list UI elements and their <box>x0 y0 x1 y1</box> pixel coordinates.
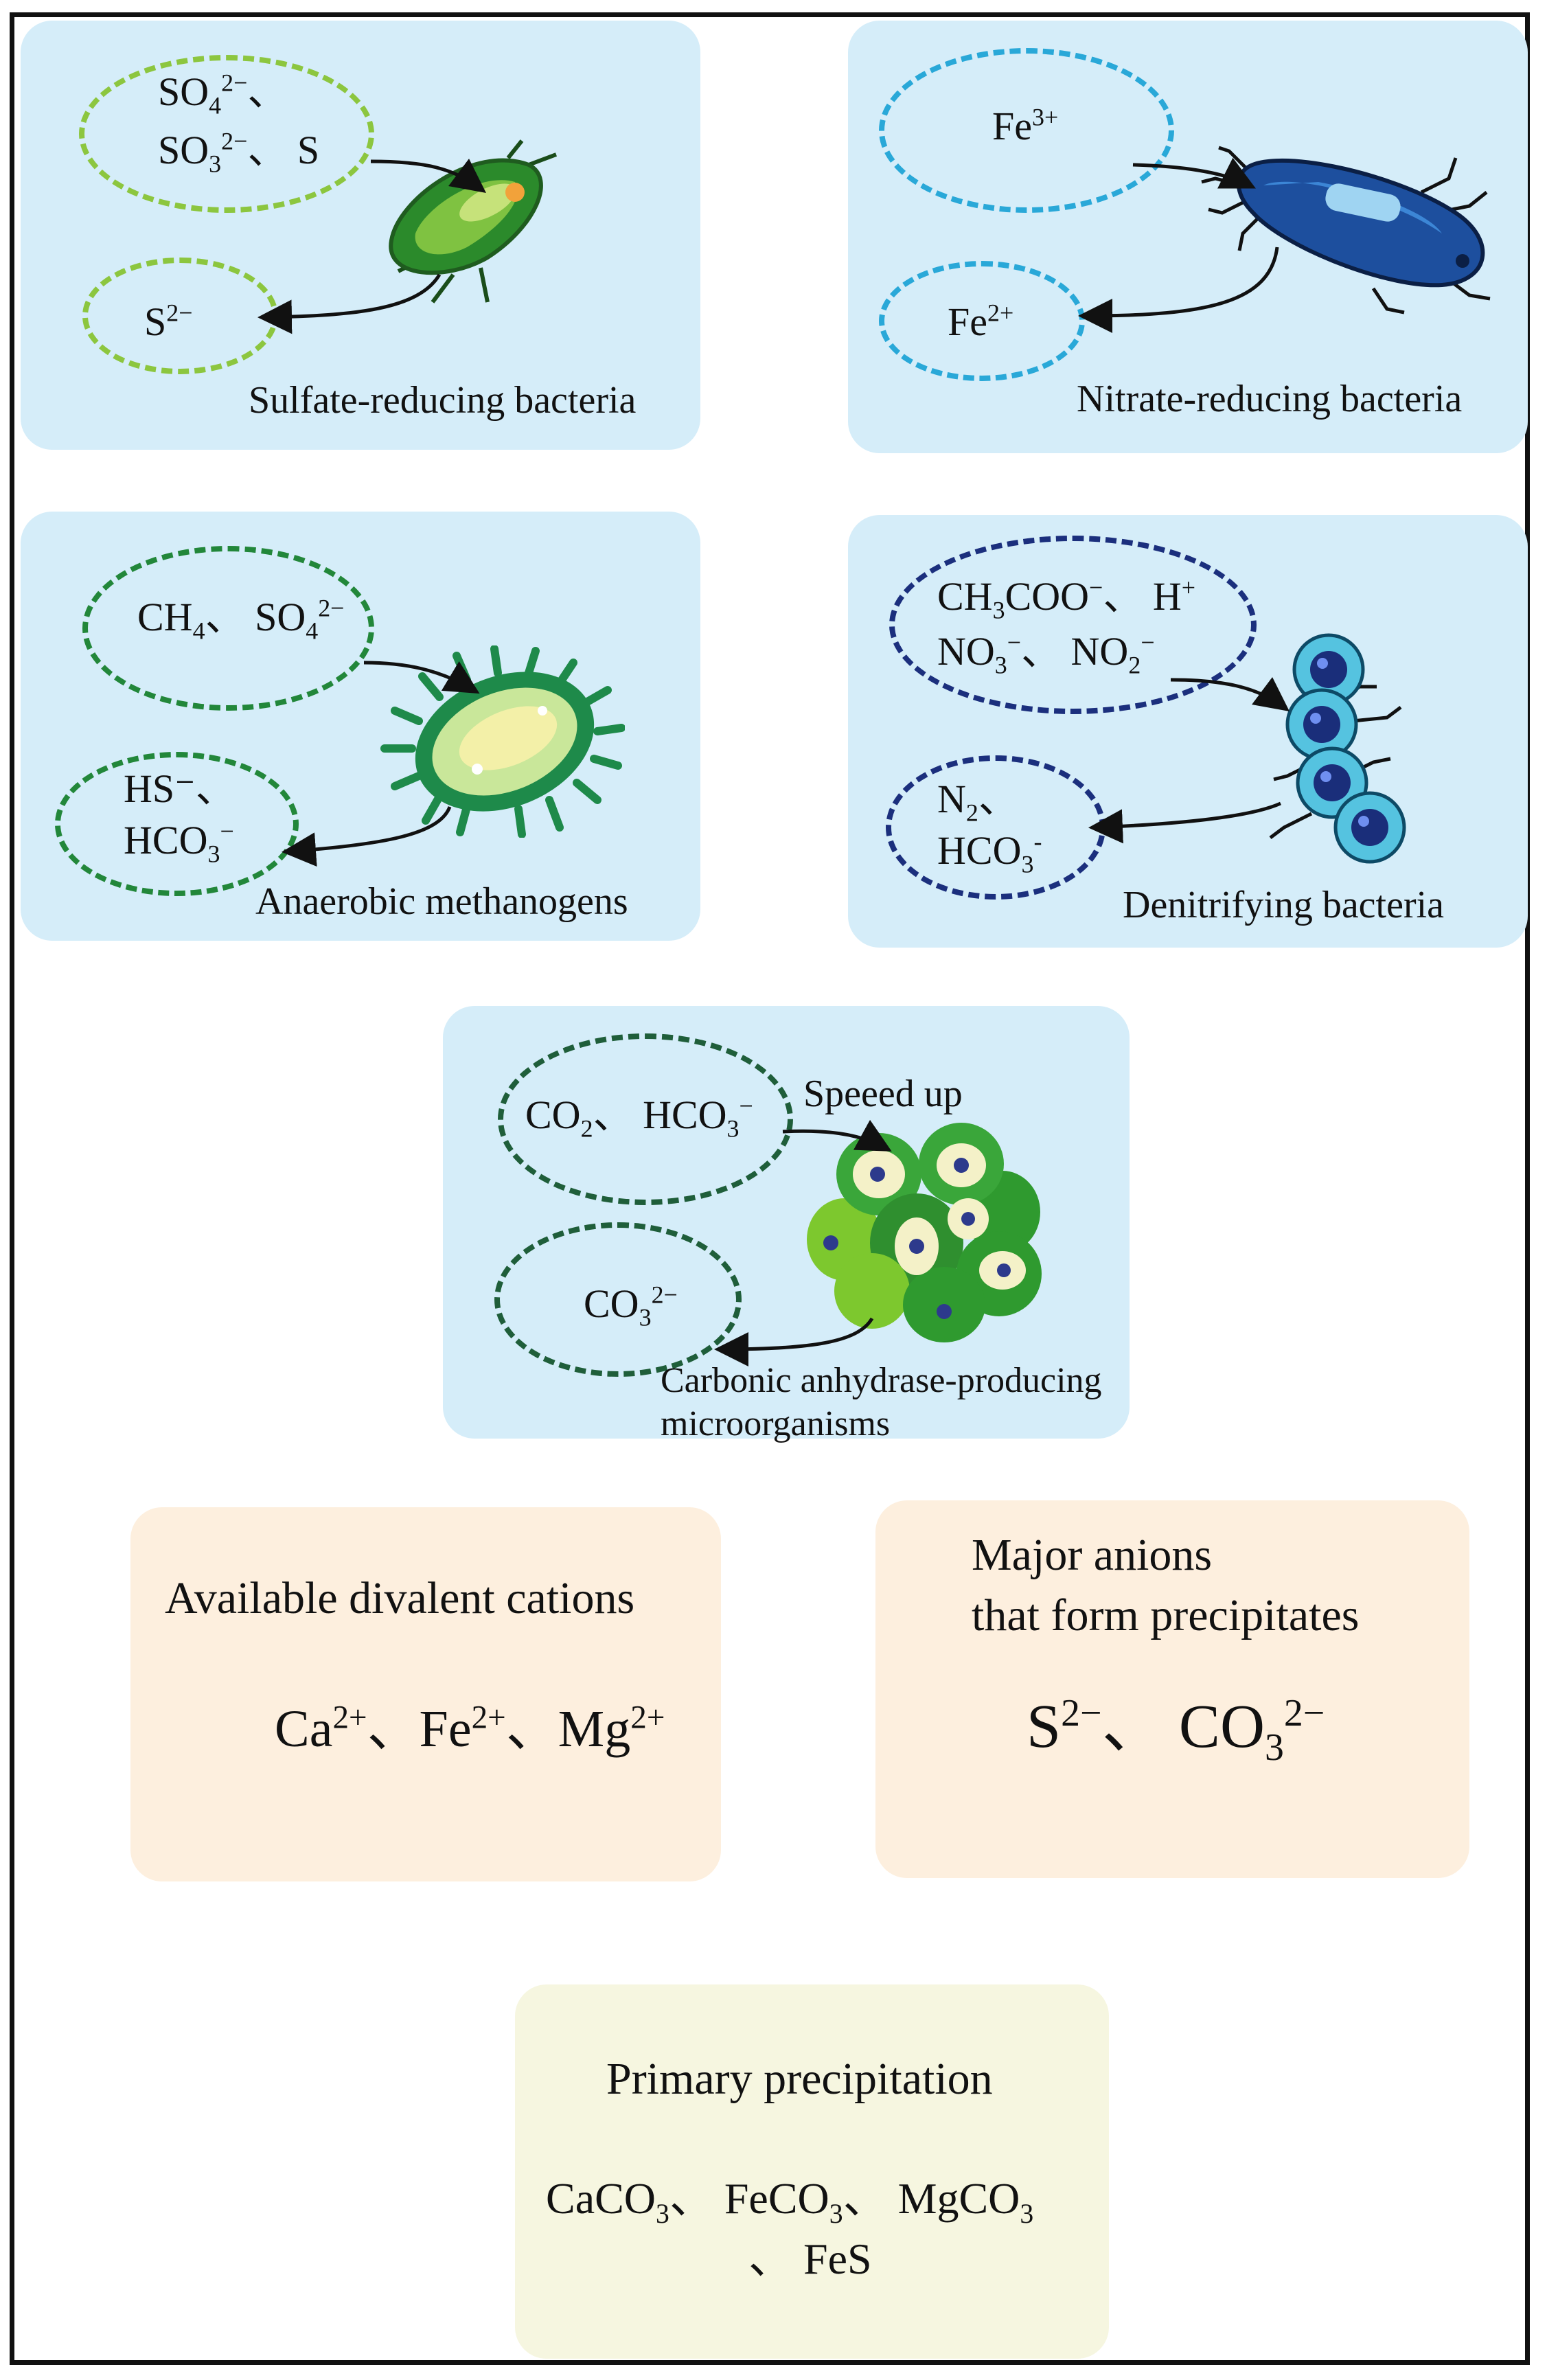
denitrifying-label: Denitrifying bacteria <box>1123 884 1445 926</box>
carbonic-input: CO2、 HCO3− <box>525 1092 753 1143</box>
nitrate-input: Fe3+ <box>992 103 1059 148</box>
arrow-carbonic-in <box>782 1119 892 1152</box>
panel-major-anions <box>875 1500 1469 1878</box>
precipitation-values-line1: CaCO3、 FeCO3、 MgCO3 <box>546 2174 1034 2229</box>
methanogens-label: Anaerobic methanogens <box>255 880 628 923</box>
oval-carbonic-output <box>494 1222 742 1377</box>
carbonic-output: CO32− <box>584 1281 678 1331</box>
outer-frame <box>10 12 1530 2365</box>
carbonic-label-line1: Carbonic anhydrase-producing <box>661 1361 1102 1400</box>
arrow-denitrifying-in <box>1170 677 1290 711</box>
arrow-nitrate-out <box>1078 247 1279 333</box>
arrow-carbonic-out <box>714 1317 874 1366</box>
oval-nitrate-input <box>879 48 1174 213</box>
arrow-nitrate-in <box>1132 157 1256 189</box>
precipitation-title: Primary precipitation <box>606 2054 993 2104</box>
cations-title: Available divalent cations <box>165 1573 635 1623</box>
arrow-denitrifying-out <box>1088 801 1282 844</box>
anions-values: S2−、 CO32− <box>1027 1692 1325 1769</box>
arrow-sulfate-in <box>370 159 487 193</box>
methanogens-output-line1: HS⁻、 <box>124 766 236 811</box>
denitrifying-output-line2: HCO3- <box>937 827 1042 878</box>
speed-up-label: Speeed up <box>803 1073 963 1115</box>
sulfate-input-line2: SO32−、 S <box>158 127 320 178</box>
denitrifying-input-line1: CH3COO−、 H+ <box>937 573 1195 624</box>
sulfate-input-line1: SO42−、 <box>158 69 288 119</box>
methanogens-input: CH4、 SO42− <box>137 594 345 645</box>
oval-carbonic-input <box>498 1033 793 1205</box>
denitrifying-input-line2: NO3−、 NO2− <box>937 628 1155 679</box>
precipitation-values-line2: 、 FeS <box>748 2234 872 2283</box>
carbonic-cell-cluster-icon <box>807 1123 1042 1342</box>
nitrate-output: Fe2+ <box>948 299 1014 344</box>
oval-methanogens-output <box>55 752 299 896</box>
panel-divalent-cations <box>130 1507 721 1881</box>
sulfate-bacterium-icon <box>389 139 558 304</box>
arrow-methanogens-in <box>363 661 480 694</box>
anions-title-line2: that form precipitates <box>972 1590 1360 1640</box>
denitrifying-output-line1: N2、 <box>937 777 1018 827</box>
arrow-methanogens-out <box>282 806 452 867</box>
methanogens-output-line2: HCO3− <box>124 817 234 868</box>
oval-sulfate-inputs <box>79 55 374 213</box>
oval-denitrifying-input <box>889 536 1257 714</box>
sulfate-reducing-label: Sulfate-reducing bacteria <box>249 379 637 422</box>
carbonic-label-line2: microorganisms <box>661 1404 891 1443</box>
oval-methanogens-input <box>82 546 374 711</box>
methanogen-microbe-icon <box>380 645 625 838</box>
sulfate-output: S2− <box>144 299 193 344</box>
nitrate-reducing-label: Nitrate-reducing bacteria <box>1077 378 1463 420</box>
denitrifying-cells-icon <box>1269 633 1406 864</box>
anions-title-line1: Major anions <box>972 1530 1213 1580</box>
cations-values: Ca2+、Fe2+、Mg2+ <box>275 1700 665 1758</box>
panel-primary-precipitation <box>515 1984 1109 2359</box>
arrow-sulfate-out <box>257 273 442 334</box>
